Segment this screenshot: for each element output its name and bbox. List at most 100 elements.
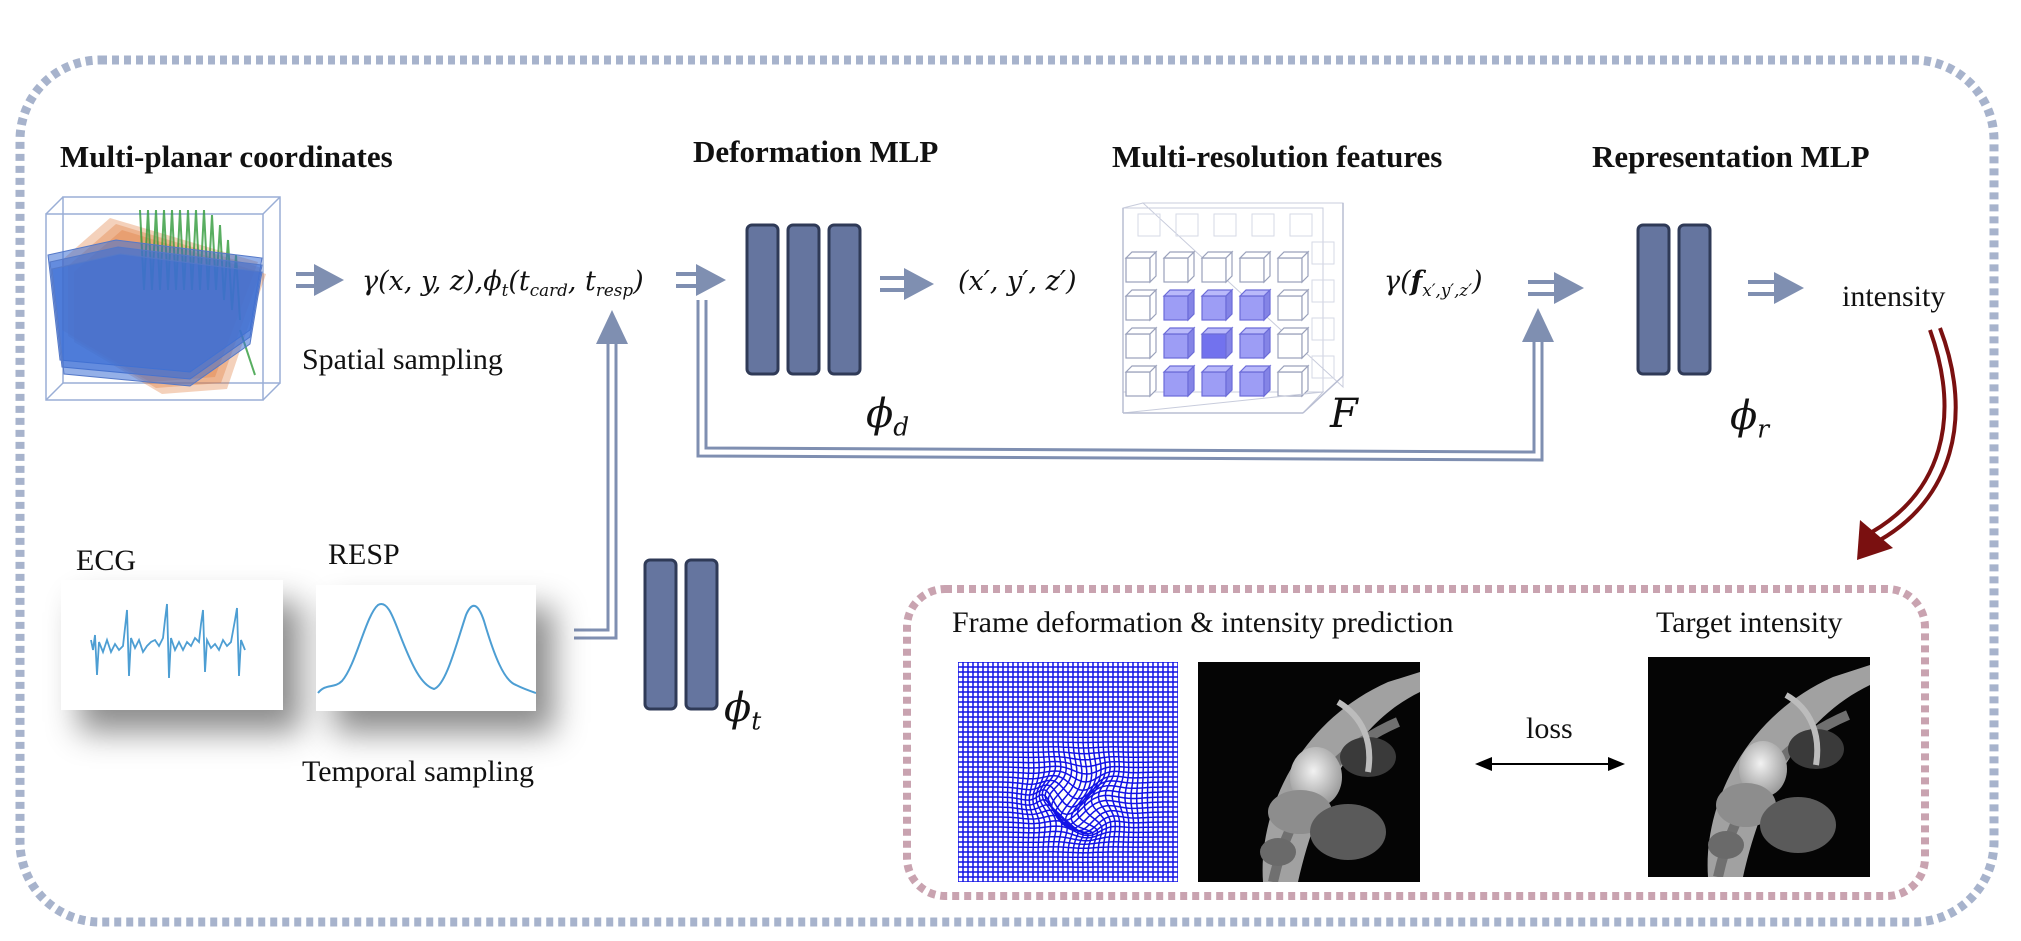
mesh-line-vertical [1146,662,1149,882]
mesh-line-horizontal [958,788,1178,816]
phi-d-label: ϕd [866,394,909,440]
mesh-line-horizontal [958,784,1178,808]
mesh-line-horizontal [958,820,1178,835]
mesh-line-vertical [1083,662,1103,882]
temporal-connection [574,310,628,640]
label-spatial-sampling: Spatial sampling [302,343,503,376]
feature-cube [1200,288,1234,322]
mesh-line-horizontal [958,825,1178,837]
resp-signal [317,603,537,694]
feature-cube [1238,326,1272,360]
feature-cube [1124,326,1158,360]
mesh-line-horizontal [958,779,1178,800]
temporal-encoding-phi-sub: t [501,279,509,300]
feature-cube [1276,326,1310,360]
deformation-mesh [958,662,1178,882]
t-card-sub: card [529,279,568,300]
arrow-spatial [296,264,344,296]
time-open: (t [508,266,530,297]
feature-cube [1162,288,1196,322]
feature-cube [1124,250,1158,284]
curved-arrow [1857,327,1958,560]
mesh-line-vertical [1104,662,1116,882]
phi-t-label: ϕt [724,688,761,734]
mesh-line-vertical [1130,662,1135,882]
mesh-line-vertical [1076,662,1099,882]
feature-f: f [1410,266,1423,297]
heading-multi-planar: Multi-planar coordinates [60,139,393,174]
phi-t: ϕ [724,685,752,731]
feature-cube [1276,288,1310,322]
mesh-line-vertical [1064,662,1089,882]
ecg-signal [90,603,246,679]
outer-frame [15,55,1999,927]
feature-cube-back [1311,317,1335,341]
mesh-line-vertical [1059,662,1084,882]
deformation-mlp-block [745,223,862,376]
label-frame-deformation: Frame deformation & intensity prediction [952,606,1454,639]
feature-cube [1238,250,1272,284]
spatial-temporal-encoding: γ(x, y, z),ϕt(tcard, tresp) [362,268,644,299]
mesh-line-horizontal [958,835,1178,842]
feature-cube-back [1213,213,1237,237]
phi-t-sub: t [751,706,762,736]
phi-r-label: ϕr [1730,396,1769,442]
mesh-line-vertical [1070,662,1094,882]
mri-target [1648,657,1870,877]
feature-cube [1200,326,1234,360]
mesh-line-vertical [1124,662,1130,882]
phi-d-sub: d [893,412,910,442]
feature-grid [1122,202,1344,414]
feature-cube-back [1137,213,1161,237]
phi-d: ϕ [866,391,894,437]
resp-card [316,585,537,711]
loss-double-arrow [1475,757,1625,771]
mesh-line-vertical [1111,662,1121,882]
grid-label-F: F [1330,391,1358,437]
feature-cube [1238,288,1272,322]
temporal-encoding-phi: ϕ [483,266,502,297]
feature-encoding: γ(fx′,y′,z′) [1384,268,1483,299]
temporal-mlp-block [643,558,719,711]
heading-deformation-mlp: Deformation MLP [693,134,939,169]
arrow-from-deformation [880,268,934,300]
feature-cube [1276,364,1310,398]
mesh-line-horizontal [958,841,1178,845]
phi-r-sub: r [1757,414,1770,444]
time-close: ) [633,266,644,297]
label-temporal-sampling: Temporal sampling [302,755,535,788]
loss-frame [903,585,1929,900]
feature-close: ) [1472,266,1483,297]
feature-cube [1162,364,1196,398]
mesh-line-vertical [1050,662,1074,882]
ecg-card [61,580,283,710]
heading-multi-resolution: Multi-resolution features [1112,139,1443,174]
feature-sub: x′,y′,z′ [1422,279,1473,300]
feature-cube [1200,364,1234,398]
mesh-line-vertical [1090,662,1108,882]
feature-gamma: γ( [1384,266,1411,297]
feature-cube-back [1311,241,1335,265]
feature-cube [1200,250,1234,284]
mesh-line-vertical [1141,662,1144,882]
feature-cube [1124,288,1158,322]
feature-cube-back [1311,355,1335,379]
feature-cube-back [1311,279,1335,303]
arrow-to-deformation [676,264,726,296]
feature-cube [1162,250,1196,284]
spatial-encoding: γ(x, y, z), [362,266,484,297]
mri-predicted [1198,662,1420,882]
representation-mlp-block [1636,223,1712,376]
mesh-line-vertical [1118,662,1125,882]
feature-cube-back [1251,213,1275,237]
feature-cube [1276,250,1310,284]
heading-representation-mlp: Representation MLP [1592,139,1870,174]
label-loss: loss [1526,712,1573,745]
skip-connection [696,300,1554,462]
mesh-line-vertical [1097,662,1112,882]
arrow-to-intensity [1748,272,1804,304]
label-ecg: ECG [76,544,136,577]
feature-cube-back [1289,213,1313,237]
feature-cube [1124,364,1158,398]
